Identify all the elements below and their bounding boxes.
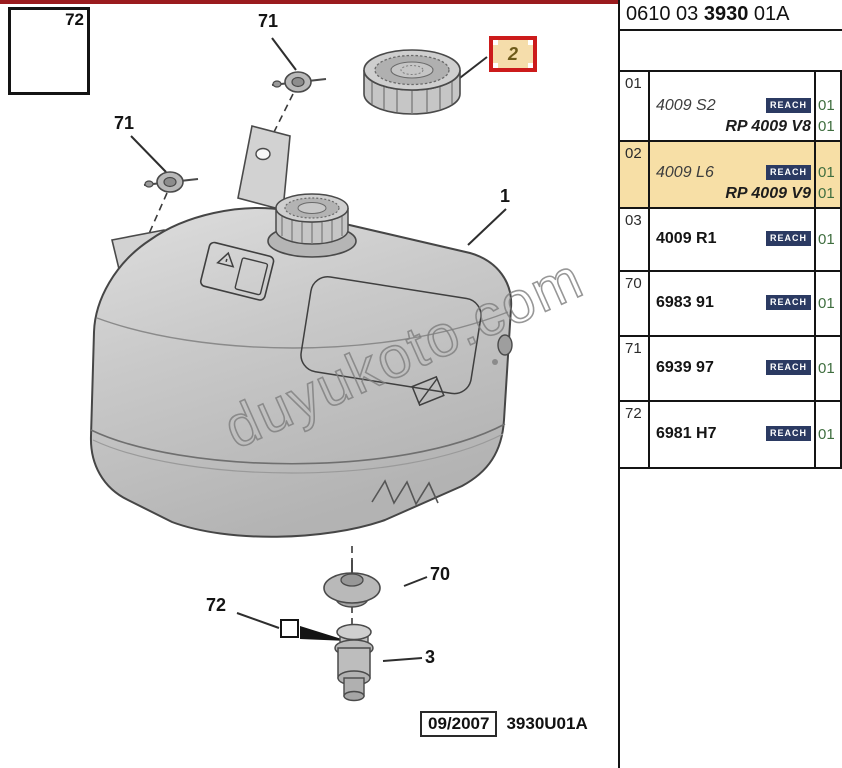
callout-71-left: 71: [114, 113, 135, 133]
callout-2-selected-box[interactable]: 2: [489, 36, 537, 72]
ref-cell: 02: [620, 142, 650, 207]
drawing-date: 09/2007: [420, 711, 498, 737]
qty-value: 01: [818, 360, 835, 377]
qty-value: 01: [818, 295, 835, 312]
table-row-02-selected[interactable]: 02 4009 L6 REACH RP 4009 V9 01 01: [620, 142, 840, 209]
grommet-71-left-icon: [143, 171, 199, 193]
qty-value: 01: [818, 185, 835, 202]
expansion-tank-illustration: [89, 193, 513, 538]
callout-1: 1: [500, 186, 511, 206]
qty-value: 01: [818, 164, 835, 181]
filler-cap-icon: [363, 49, 461, 115]
warning-label-icon: [199, 241, 275, 301]
part-cell: 6939 97 REACH: [650, 337, 816, 400]
parts-diagram: 72 71 71 1 70 72 3 2 duyukoto.com 09/200…: [8, 7, 594, 737]
part-cell: 4009 S2 REACH RP 4009 V8: [650, 72, 816, 140]
drain-symbol-icon: [411, 375, 445, 407]
drawing-code: 3930U01A: [506, 714, 588, 733]
part-cell: 4009 L6 REACH RP 4009 V9: [650, 142, 816, 207]
part-number: 4009 S2: [656, 97, 716, 114]
part-number: 4009 R1: [656, 229, 717, 247]
corner-notch: [493, 40, 498, 45]
qty-value: 01: [818, 231, 835, 248]
top-red-rule: [0, 0, 618, 4]
parts-table: 01 4009 S2 REACH RP 4009 V8 01 01 02 400…: [620, 70, 842, 469]
qty-cell: 01 01: [816, 72, 840, 140]
qty-cell: 01: [816, 337, 840, 400]
reach-badge[interactable]: REACH: [765, 165, 811, 180]
figure-code-header: 0610 03 3930 01A: [620, 0, 842, 31]
ref-cell: 01: [620, 72, 650, 140]
corner-notch: [528, 63, 533, 68]
reach-badge[interactable]: REACH: [765, 98, 811, 113]
reach-badge[interactable]: REACH: [765, 359, 811, 375]
part-number: 6939 97: [656, 358, 714, 376]
part-cell: 4009 R1 REACH: [650, 209, 816, 270]
callout-71-top: 71: [258, 11, 279, 31]
qty-value: 01: [818, 118, 835, 135]
parts-list-panel: 0610 03 3930 01A 01 4009 S2 REACH RP 400…: [618, 0, 842, 768]
ref-cell: 70: [620, 272, 650, 335]
part-number: 4009 L6: [656, 164, 714, 181]
ref-cell: 72: [620, 402, 650, 467]
callout-70: 70: [430, 564, 451, 584]
bleed-plug-icon: [334, 623, 374, 702]
replacement-part-number: RP 4009 V8: [725, 118, 811, 135]
qty-cell: 01 01: [816, 142, 840, 207]
grommet-70-icon: [323, 560, 381, 608]
grommet-71-top-icon: [271, 71, 327, 93]
panel-spacer: [620, 31, 842, 70]
part-cell: 6981 H7 REACH: [650, 402, 816, 467]
exploded-view-drawing: [18, 17, 513, 702]
inset-clamp-box: 72: [8, 7, 90, 95]
figure-code-suffix: 01A: [748, 3, 790, 25]
ref-cell: 03: [620, 209, 650, 270]
part-number: 6981 H7: [656, 424, 717, 442]
ref-cell: 71: [620, 337, 650, 400]
clamp-position-marker: [280, 619, 348, 641]
callout-3: 3: [425, 647, 436, 667]
figure-code-main: 3930: [703, 3, 749, 25]
table-row-71[interactable]: 71 6939 97 REACH 01: [620, 337, 840, 402]
drawing-footer: 09/2007 3930U01A: [420, 711, 588, 737]
part-cell: 6983 91 REACH: [650, 272, 816, 335]
figure-code-prefix: 0610 03: [626, 3, 704, 25]
replacement-part-number: RP 4009 V9: [725, 185, 811, 202]
reach-badge[interactable]: REACH: [765, 230, 811, 246]
corner-notch: [528, 40, 533, 45]
qty-cell: 01: [816, 402, 840, 467]
table-row-72[interactable]: 72 6981 H7 REACH 01: [620, 402, 840, 467]
callout-2-label: 2: [507, 43, 518, 64]
inset-callout-72: 72: [65, 10, 84, 29]
table-row-03[interactable]: 03 4009 R1 REACH 01: [620, 209, 840, 272]
callout-72: 72: [206, 595, 227, 615]
qty-cell: 01: [816, 272, 840, 335]
table-row-01[interactable]: 01 4009 S2 REACH RP 4009 V8 01 01: [620, 72, 840, 142]
corner-notch: [493, 63, 498, 68]
part-number: 6983 91: [656, 293, 714, 311]
qty-cell: 01: [816, 209, 840, 270]
reach-badge[interactable]: REACH: [765, 294, 811, 310]
table-row-70[interactable]: 70 6983 91 REACH 01: [620, 272, 840, 337]
qty-value: 01: [818, 97, 835, 114]
qty-value: 01: [818, 426, 835, 443]
reach-badge[interactable]: REACH: [765, 425, 811, 441]
